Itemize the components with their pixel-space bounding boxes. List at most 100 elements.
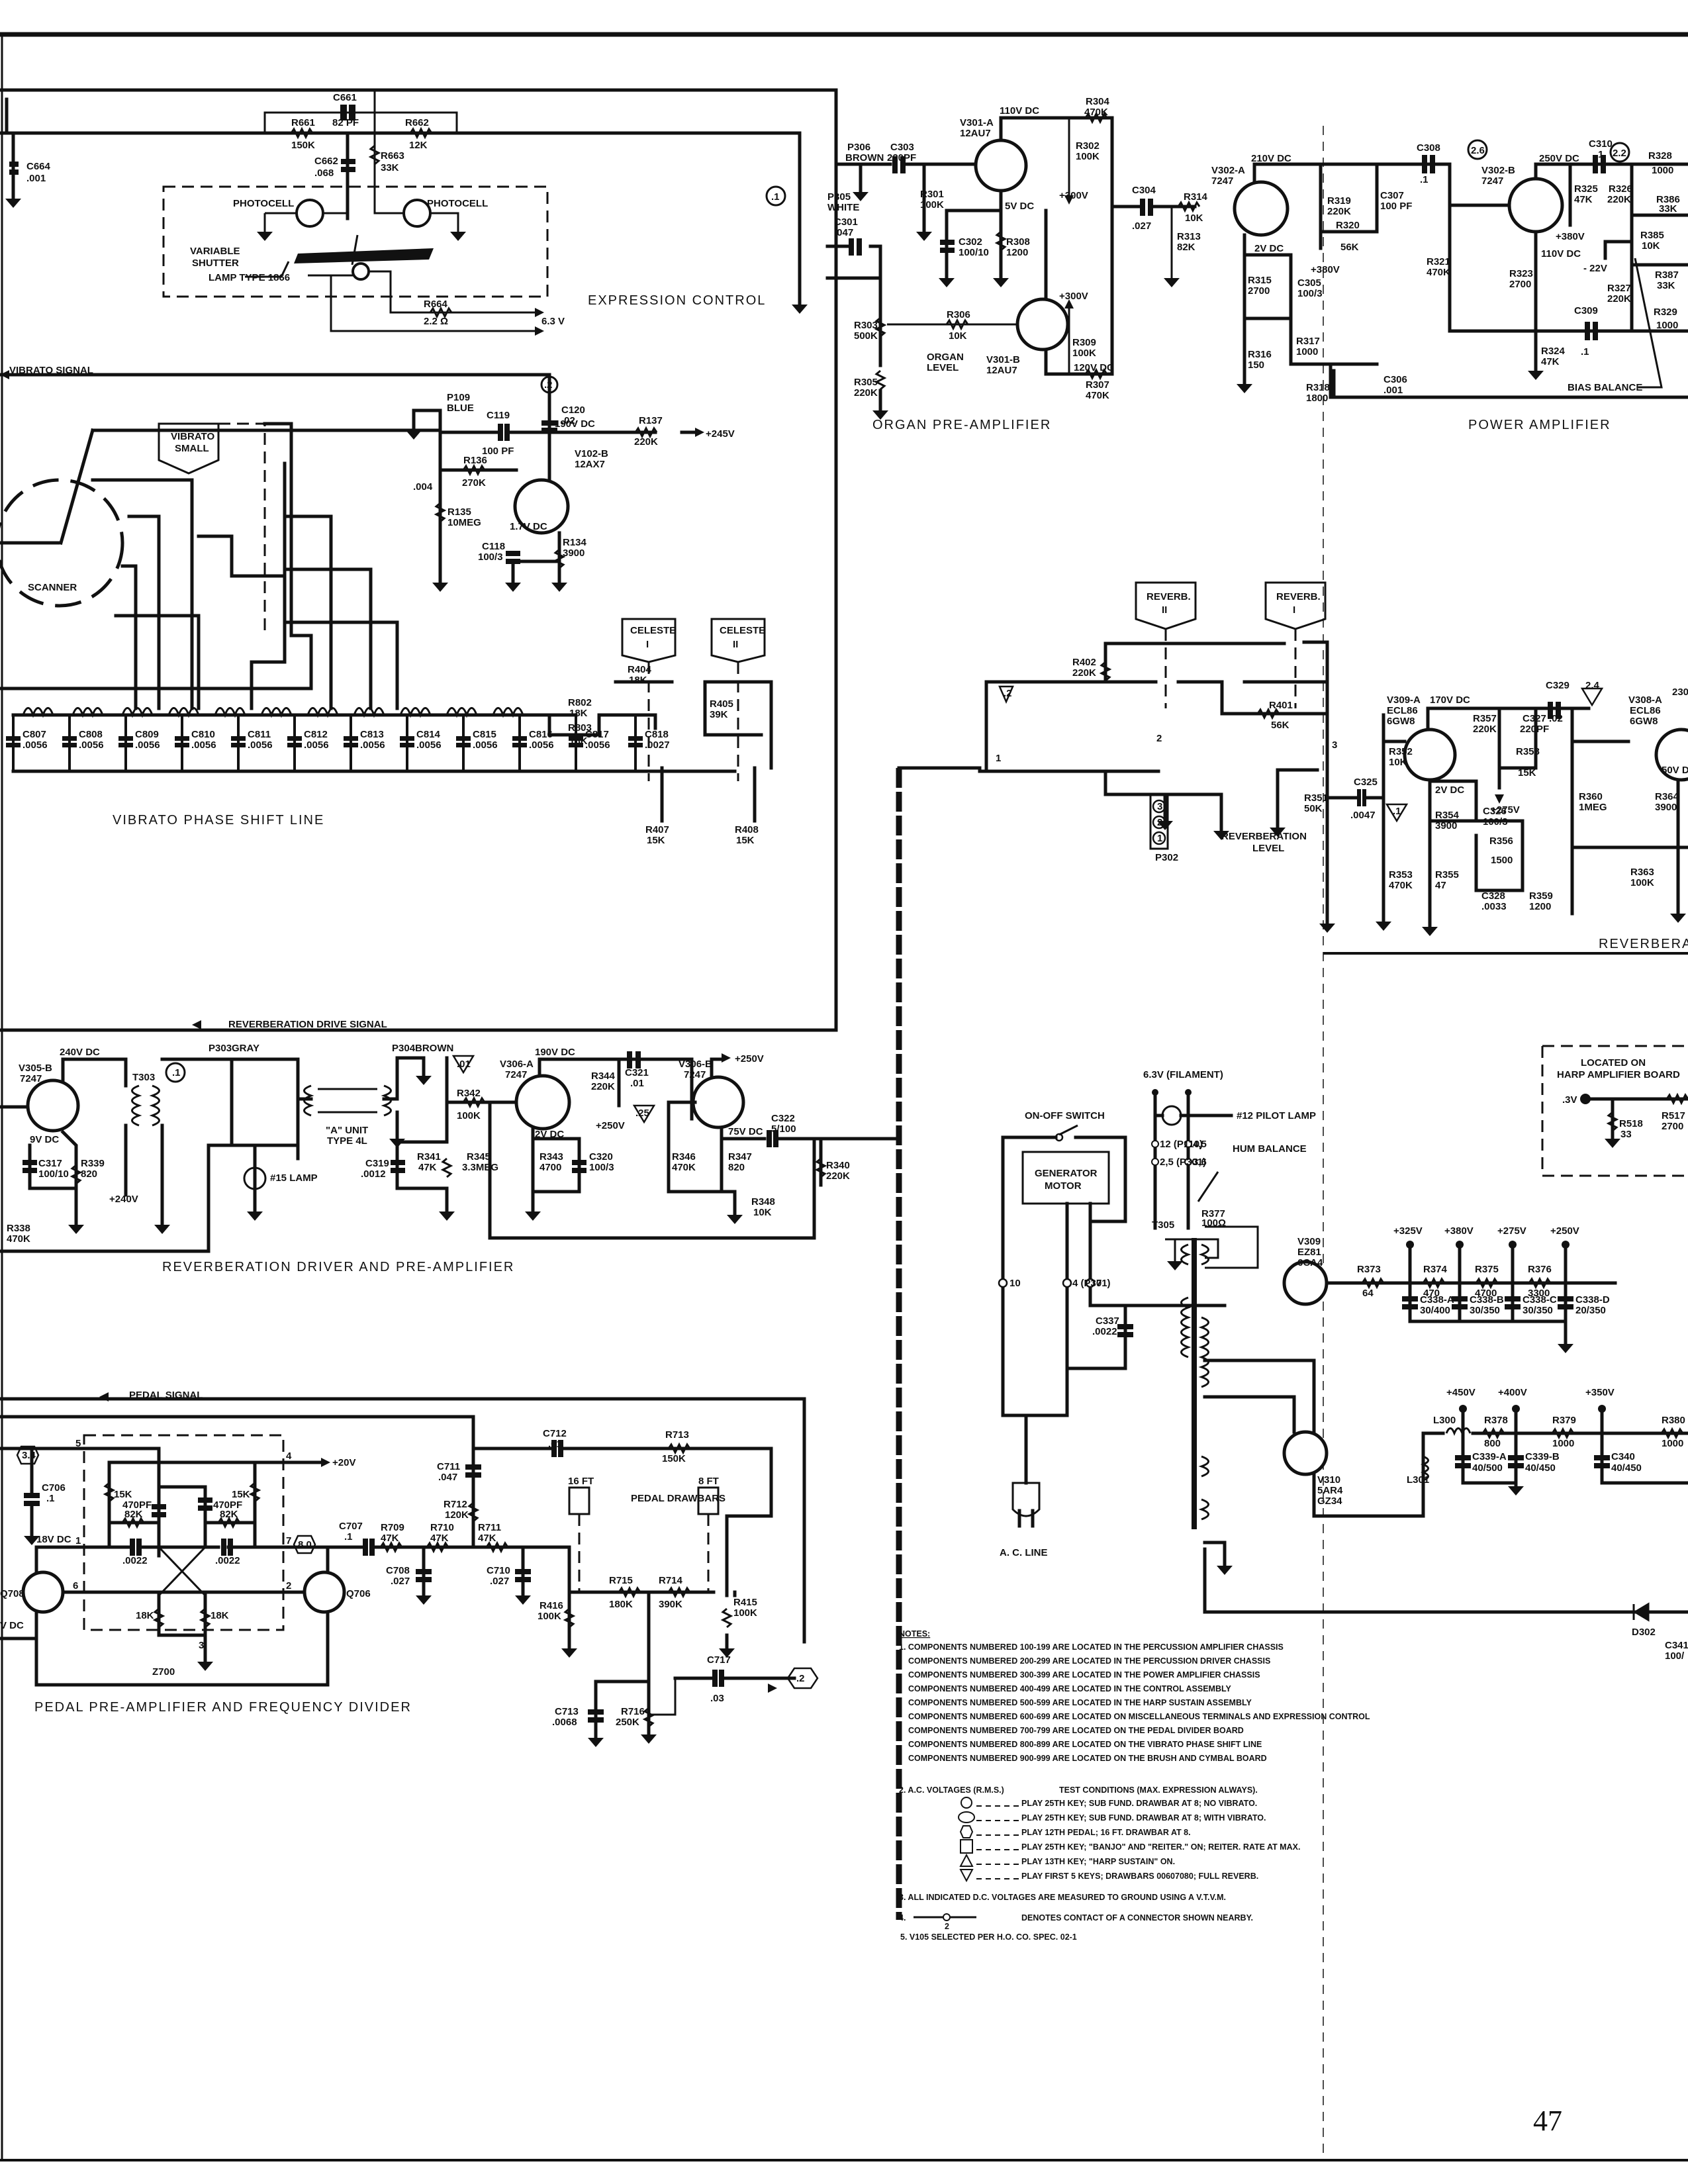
label-r378-val: 800	[1484, 1438, 1501, 1449]
label-z-pin-7: 7	[286, 1535, 291, 1546]
label-celeste-1-num: I	[646, 639, 649, 650]
label-b300-bottom: +300V	[1059, 291, 1088, 302]
label-b350: +350V	[1585, 1387, 1615, 1398]
vibrato-cap-plate	[118, 743, 133, 747]
label-r711-val: 47K	[478, 1533, 496, 1544]
label-c711: C711	[437, 1461, 460, 1472]
label-variable-shutter-2: SHUTTER	[192, 258, 239, 269]
label-c664: C664	[26, 161, 51, 172]
label-p302: P302	[1155, 852, 1178, 863]
label-r135: R135	[447, 506, 471, 518]
label-generator: GENERATOR	[1035, 1168, 1098, 1179]
label-r716: R716	[621, 1706, 645, 1717]
notes-block: NOTES: 1. COMPONENTS NUMBERED 100-199 AR…	[899, 1629, 1370, 1942]
label-r137-val: 220K	[634, 436, 658, 448]
label-t305: T305	[1152, 1219, 1174, 1231]
label-r357: R357	[1473, 713, 1497, 724]
vibrato-cap-plate	[512, 736, 527, 741]
meas-0-1: .1	[771, 191, 780, 203]
label-v309a: V309-A	[1387, 694, 1421, 706]
label-c339a: C339-A	[1472, 1451, 1507, 1462]
label-r356-val: 1500	[1491, 855, 1513, 866]
label-c308: C308	[1417, 142, 1440, 154]
label-c341: C341	[1665, 1640, 1688, 1651]
notes-component-line: COMPONENTS NUMBERED 200-299 ARE LOCATED …	[908, 1656, 1270, 1666]
vibrato-cap-plate	[62, 743, 77, 747]
label-r803: R803	[568, 722, 592, 734]
vibrato-cap-plate	[569, 736, 583, 741]
vibrato-cap-name: C817	[585, 729, 609, 740]
label-c118: C118	[482, 541, 505, 552]
label-l301: L301	[1407, 1474, 1429, 1486]
pedal-preamp-section: PEDAL SIGNAL	[0, 1390, 819, 1747]
label-b400: +400V	[1498, 1387, 1527, 1398]
label-r716-val: 250K	[616, 1717, 639, 1728]
vibrato-cap-plate	[62, 736, 77, 741]
label-p109-color: BLUE	[447, 403, 474, 414]
label-v309a-type: ECL86	[1387, 705, 1418, 716]
vibrato-phase-shift-coils	[22, 707, 524, 718]
label-rev-dc2: 2V DC	[1435, 784, 1464, 796]
label-r359-val: 1200	[1529, 901, 1551, 912]
label-0022-a: .0022	[122, 1555, 148, 1566]
test-condition-circle-icon	[961, 1797, 972, 1809]
label-r715: R715	[609, 1575, 633, 1586]
vibrato-cap-plate	[456, 743, 471, 747]
label-r401: R401	[1269, 700, 1293, 711]
label-c325: C325	[1354, 777, 1378, 788]
label-rev-pin-1: 1	[996, 753, 1001, 764]
label-r134: R134	[563, 537, 587, 548]
label-z-pin-2: 2	[286, 1580, 291, 1591]
label-r364: R364	[1655, 791, 1679, 802]
label-r351-val: 50K	[1304, 803, 1323, 814]
label-r376-val: 3300	[1528, 1288, 1550, 1299]
label-c322-val: 5/100	[771, 1123, 796, 1135]
label-c338c-val: 30/350	[1523, 1305, 1553, 1316]
label-r802: R802	[568, 697, 592, 708]
label-c301-val: .047	[834, 227, 853, 238]
label-p110: 12 (P110)	[1160, 1139, 1203, 1150]
label-reverb-level-2: LEVEL	[1252, 843, 1284, 854]
label-harp-0-3v: .3V	[1562, 1094, 1577, 1106]
label-lamp-type: LAMP TYPE 1866	[209, 272, 290, 283]
label-v310-type-2: GZ34	[1317, 1496, 1342, 1507]
vibrato-cap-plate	[344, 736, 358, 741]
label-dc75: 75V DC	[728, 1126, 763, 1137]
label-r324: R324	[1541, 346, 1566, 357]
label-r321-val: 470K	[1427, 267, 1450, 278]
label-v309: V309	[1297, 1236, 1321, 1247]
label-drv-b250-2: +250V	[735, 1053, 764, 1065]
label-r373-val: 64	[1362, 1288, 1374, 1299]
label-dc170: 170V DC	[1430, 694, 1470, 706]
label-p304: P304	[392, 1043, 416, 1054]
reverb-section: REVERB. II REVERB. I R402 220K R401 56K …	[896, 581, 1688, 1920]
label-v302a: V302-A	[1211, 165, 1245, 176]
label-dc18: 18V DC	[36, 1534, 71, 1545]
label-z-pin-3: 3	[199, 1640, 204, 1651]
notes-component-line: COMPONENTS NUMBERED 400-499 ARE LOCATED …	[908, 1684, 1231, 1693]
label-b450: +450V	[1446, 1387, 1476, 1398]
vibrato-cap-plate	[118, 736, 133, 741]
label-v306a: V306-A	[500, 1059, 534, 1070]
vibrato-cap-value: .0056	[529, 739, 554, 751]
label-r386-val: 33K	[1659, 203, 1677, 214]
test-condition-text: PLAY 12TH PEDAL; 16 FT. DRAWBAR AT 8.	[1021, 1828, 1191, 1837]
vibrato-cap-plate	[512, 743, 527, 747]
vibrato-cap-value: .0027	[645, 739, 670, 751]
label-6-3v: 6.3 V	[541, 316, 565, 327]
label-c310-val: .1	[1595, 149, 1604, 160]
label-r307: R307	[1086, 379, 1109, 391]
test-condition-hexagon-icon	[959, 1825, 974, 1838]
label-v306b: V306-B	[679, 1059, 712, 1070]
label-v301a: V301-A	[960, 117, 994, 128]
label-c319: C319	[365, 1158, 389, 1169]
label-r136: R136	[463, 455, 487, 466]
reverb-driver-section: REVERBERATION DRIVE SIGNAL	[0, 1019, 901, 1274]
label-pedal-vdc: V DC	[0, 1620, 24, 1631]
label-c306: C306	[1383, 374, 1407, 385]
vibrato-cap-value: .0056	[416, 739, 442, 751]
label-dc210: 210V DC	[1251, 153, 1291, 164]
vibrato-cap-name: C812	[304, 729, 328, 740]
label-c664-val: .001	[26, 173, 46, 184]
label-r360: R360	[1579, 791, 1603, 802]
